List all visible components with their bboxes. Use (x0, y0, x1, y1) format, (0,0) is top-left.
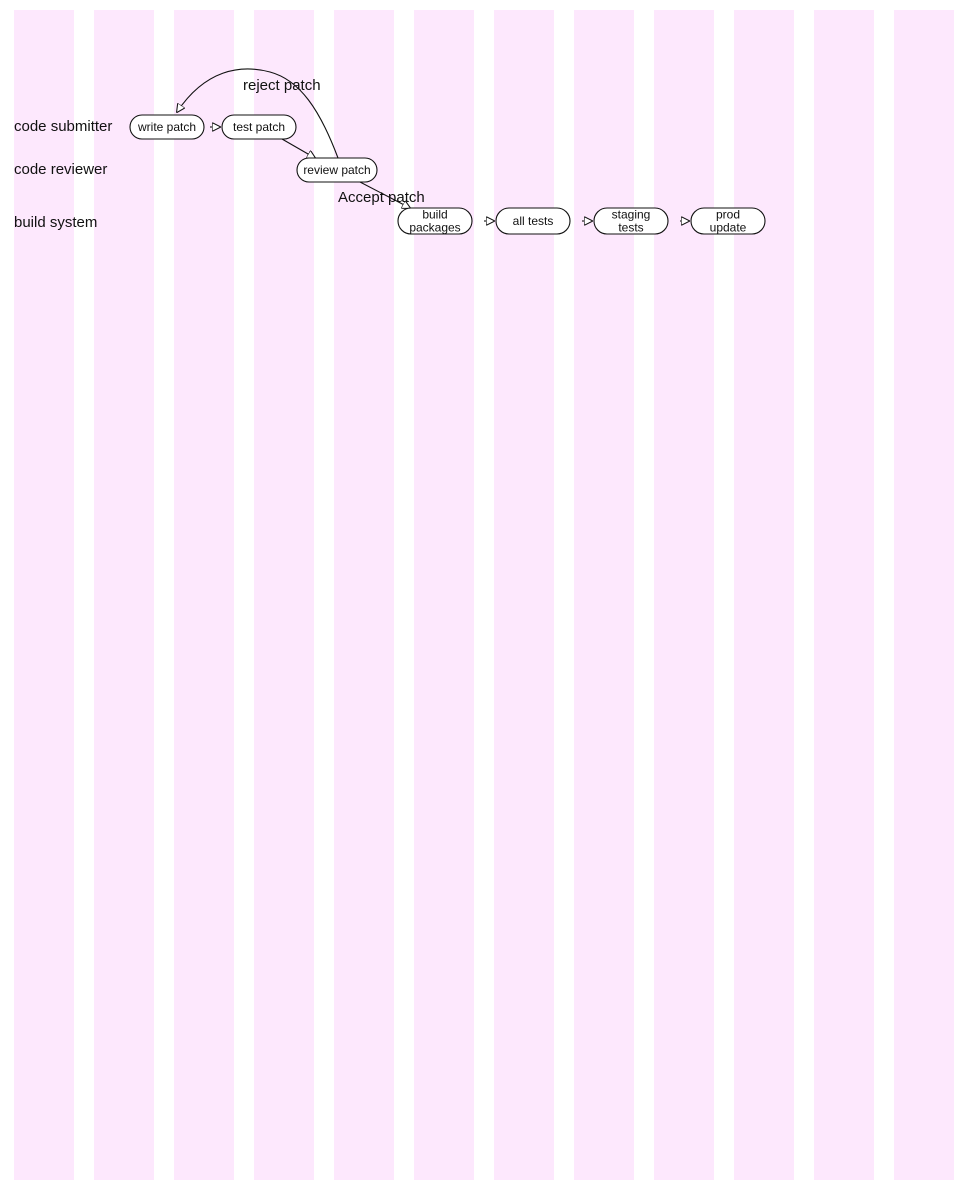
node-label: update (710, 221, 747, 235)
column-band (94, 10, 154, 1180)
node-test-patch: test patch (221, 114, 297, 140)
column-bands (14, 10, 954, 1180)
column-band (414, 10, 474, 1180)
node-label: packages (409, 221, 460, 235)
node-label: build (422, 208, 447, 222)
node-shape (397, 207, 473, 235)
node-label: tests (618, 221, 643, 235)
node-shape (495, 207, 571, 235)
edge-review-to-build (359, 181, 410, 208)
edge-review-to-write (177, 68, 339, 159)
node-shape (690, 207, 766, 235)
node-review-patch: review patch (296, 157, 378, 183)
column-band (254, 10, 314, 1180)
column-band (654, 10, 714, 1180)
column-band (894, 10, 954, 1180)
node-shape (221, 114, 297, 140)
node-shape (593, 207, 669, 235)
edge-label-review-to-write: reject patch (243, 77, 321, 94)
column-band (734, 10, 794, 1180)
lane-label-build: build system (14, 214, 97, 231)
edge-test-to-review (281, 138, 315, 158)
node-label: prod (716, 208, 740, 222)
lane-labels: code submitter code reviewer build system (14, 118, 112, 231)
column-band (174, 10, 234, 1180)
column-band (334, 10, 394, 1180)
lane-label-submitter: code submitter (14, 118, 112, 135)
node-label: test patch (233, 120, 285, 134)
nodes: write patch test patch review patch buildpa… (129, 114, 766, 235)
node-label: write patch (137, 120, 196, 134)
lane-label-reviewer: code reviewer (14, 161, 107, 178)
edge-label-review-to-build: Accept patch (338, 189, 425, 206)
node-write-patch: write patch (129, 114, 205, 140)
edges (177, 68, 689, 221)
node-label: all tests (513, 214, 554, 228)
column-band (494, 10, 554, 1180)
column-band (14, 10, 74, 1180)
node-label: staging (612, 208, 651, 222)
node-shape (296, 157, 378, 183)
node-all-tests: all tests (495, 207, 571, 235)
column-band (574, 10, 634, 1180)
node-shape (129, 114, 205, 140)
node-label: review patch (303, 163, 370, 177)
column-band (814, 10, 874, 1180)
